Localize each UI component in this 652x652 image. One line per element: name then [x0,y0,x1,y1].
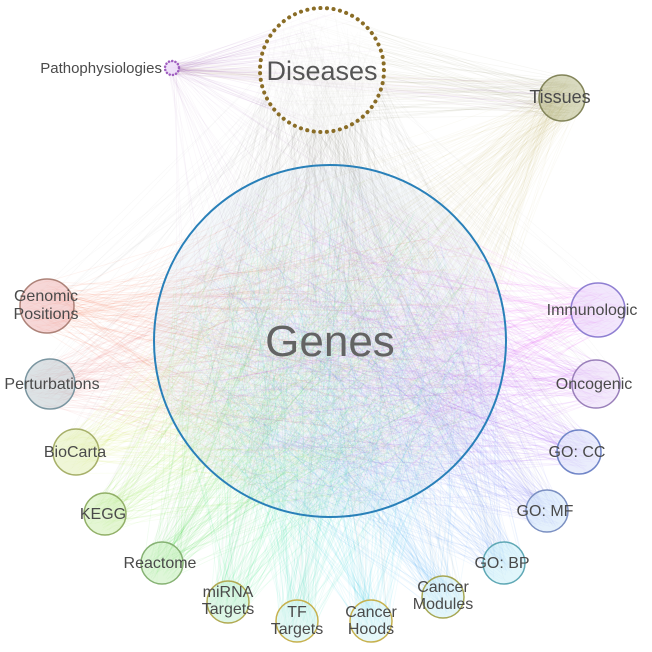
node-label-immunologic: Immunologic [547,302,638,319]
edge-bundle-diseases-genes [166,15,496,503]
edge-bundle-go-cc-genes [165,195,599,503]
edge-bundle-go-bp-genes [166,184,525,583]
edge-bundle-diseases-go-bp [265,22,516,582]
edge-bundle-diseases-go-cc [281,29,595,465]
edge-bundle-diseases-genomic-positions [21,32,374,322]
node-go-mf[interactable] [525,489,569,533]
node-label-oncogenic: Oncogenic [556,376,633,393]
edge-bundle-reactome-genes [142,188,496,582]
edge-bundle-perturbations-genes [26,175,474,505]
edge-bundle-cancer-hoods-genes [172,217,467,641]
node-reactome[interactable] [140,541,184,585]
edge-bundle-go-mf-genes [181,187,564,530]
node-label-diseases: Diseases [266,56,377,86]
node-genomic-positions[interactable] [19,278,75,334]
edge-bundle-tf-targets-genes [187,182,474,641]
edge-bundle-diseases-perturbations [29,35,341,407]
edge-bundle-immunologic-genes [164,177,623,502]
node-label-perturbations: Perturbations [4,376,99,393]
edge-bundle-diseases-reactome [149,40,374,575]
node-genes[interactable] [153,164,507,518]
node-label-go-cc: GO: CC [549,444,606,461]
label-layer: Genes Diseases PathophysiologiesTissuesGen… [4,56,637,638]
edge-bundle-mirna-targets-genes [167,180,487,622]
node-immunologic[interactable] [570,282,626,338]
edge-bundle-diseases-cancer-modules [273,13,461,610]
edge-bundle-diseases-kegg [86,15,374,532]
node-cancer-modules[interactable] [421,575,465,619]
node-go-cc[interactable] [556,429,602,475]
node-perturbations[interactable] [24,358,76,410]
node-tissues[interactable] [538,74,586,122]
node-diseases[interactable] [258,6,386,134]
node-label-genes: Genes [265,317,395,366]
edge-bundle-cancer-modules-genes [166,185,495,616]
node-label-pathophysiologies: Pathophysiologies [40,60,162,77]
node-kegg[interactable] [83,492,127,536]
node-oncogenic[interactable] [571,359,621,409]
edge-bundle-diseases-mirna-targets [213,21,374,612]
edge-bundle-diseases-tf-targets [291,43,365,636]
edge-bundle-diseases-go-mf [284,48,560,529]
edge-bundle-kegg-genes [85,179,489,532]
node-tf-targets[interactable] [275,599,319,643]
edge-bundle-pathophysiologies-genes [165,62,471,491]
edge-bundle-tissues-genes [164,77,583,500]
node-go-bp[interactable] [482,541,526,585]
edge-bundle-genomic-positions-genes [23,204,484,504]
edge-bundle-diseases-cancer-hoods [285,32,391,634]
edge-bundle-biocarta-genes [58,177,485,504]
edge-layer [21,12,623,641]
node-mirna-targets[interactable] [206,580,250,624]
node-label-go-mf: GO: MF [517,503,574,520]
node-label-kegg: KEGG [80,506,126,523]
node-label-tissues: Tissues [529,87,590,107]
node-biocarta[interactable] [52,428,100,476]
node-label-go-bp: GO: BP [474,555,529,572]
node-label-biocarta: BioCarta [44,444,106,461]
edge-bundle-oncogenic-genes [175,187,619,501]
node-cancer-hoods[interactable] [349,599,393,643]
node-pathophysiologies[interactable] [163,59,181,77]
node-label-reactome: Reactome [124,555,197,572]
node-layer [19,6,626,643]
